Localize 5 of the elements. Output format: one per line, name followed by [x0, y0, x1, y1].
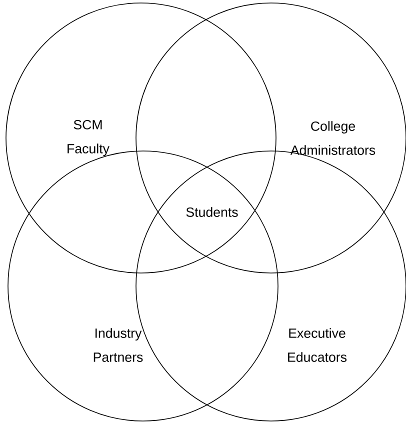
center-label: Students — [183, 204, 241, 220]
circle-label: College Administrators — [290, 121, 376, 155]
circle-label: Executive Educators — [288, 328, 347, 362]
circle-label: SCM Faculty — [68, 120, 110, 156]
circle-label: Industry Partners — [94, 328, 143, 362]
